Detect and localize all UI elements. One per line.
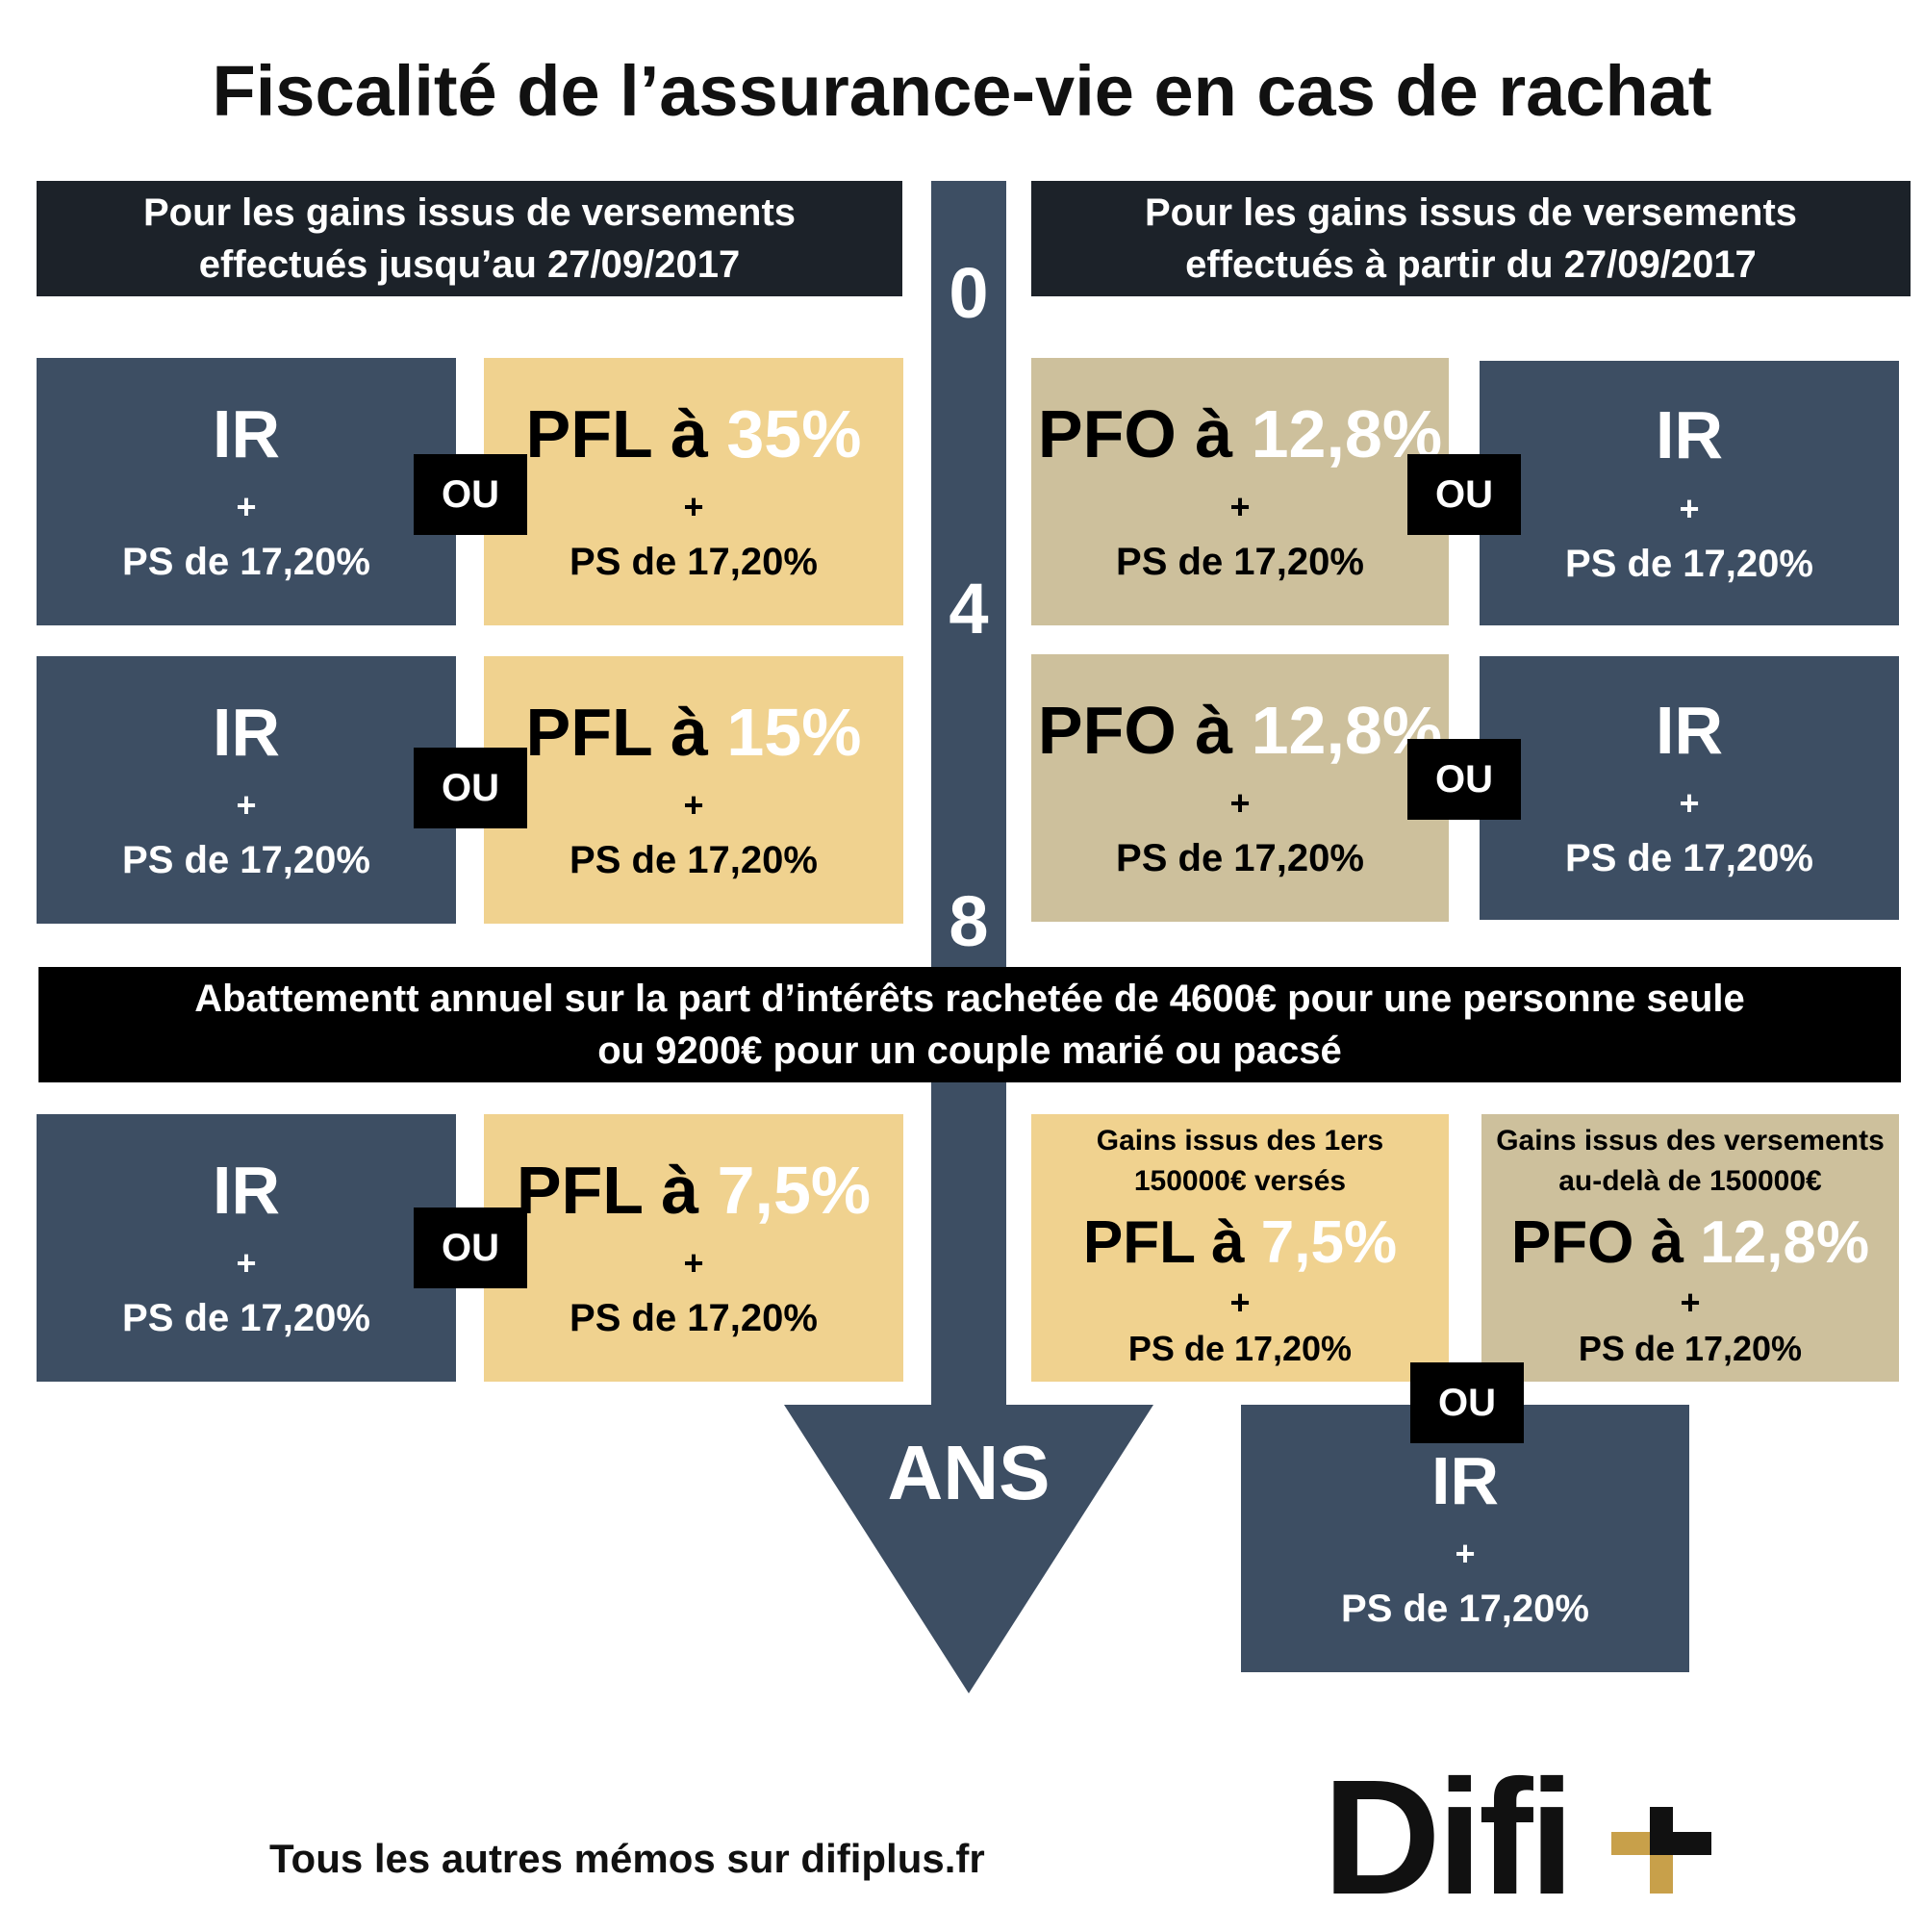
timeline-arrow-shaft <box>931 181 1006 1412</box>
header-left: Pour les gains issus de versements effec… <box>37 181 902 296</box>
row3-left-pfl-box: PFL à 7,5% + PS de 17,20% <box>484 1114 903 1382</box>
plus-sign: + <box>1229 783 1251 824</box>
ir-label: IR <box>213 1152 280 1228</box>
ps-label: PS de 17,20% <box>1127 1328 1353 1368</box>
ir-label: IR <box>1656 397 1723 473</box>
timeline-arrow-head <box>784 1405 1153 1693</box>
row2-left-ir-box: IR + PS de 17,20% <box>37 656 456 924</box>
row2-right-pfo-box: PFO à 12,8% + PS de 17,20% <box>1031 654 1449 922</box>
logo-wordmark: Difi <box>1323 1746 1575 1929</box>
row3-right-ou-badge: OU <box>1410 1362 1524 1443</box>
plus-sign: + <box>1680 1282 1701 1322</box>
row1-right-pfo-box: PFO à 12,8% + PS de 17,20% <box>1031 358 1449 625</box>
abatement-line1: Abattementt annuel sur la part d’intérêt… <box>194 978 1745 1020</box>
ps-label: PS de 17,20% <box>122 541 370 584</box>
pfl-label: PFL à 35% <box>525 395 862 471</box>
plus-sign: + <box>1679 783 1700 824</box>
page-title: Fiscalité de l’assurance-vie en cas de r… <box>212 51 1712 131</box>
plus-sign: + <box>683 1243 704 1284</box>
ps-label: PS de 17,20% <box>122 839 370 882</box>
pfo-label: PFO à 12,8% <box>1510 1209 1870 1277</box>
row2-left-pfl-box: PFL à 15% + PS de 17,20% <box>484 656 903 924</box>
row3-right-pfo-box: Gains issus des versements au-delà de 15… <box>1481 1114 1899 1382</box>
header-right-line1: Pour les gains issus de versements <box>1144 191 1798 234</box>
pfl-rate: 35% <box>726 395 862 471</box>
timeline-label-8: 8 <box>949 881 989 961</box>
footer-link-text[interactable]: Tous les autres mémos sur difiplus.fr <box>269 1836 985 1881</box>
brand-logo: Difi <box>1323 1746 1727 1929</box>
ps-label: PS de 17,20% <box>1565 837 1813 880</box>
plus-sign: + <box>683 785 704 826</box>
row3-right-pfl-box: Gains issus des 1ers 150000€ versés PFL … <box>1031 1114 1449 1382</box>
timeline-label-4: 4 <box>949 569 989 648</box>
timeline-unit-label: ANS <box>887 1430 1051 1515</box>
ps-label: PS de 17,20% <box>1578 1328 1803 1368</box>
pfo-label: PFO à 12,8% <box>1037 692 1443 768</box>
abatement-line2: ou 9200€ pour un couple marié ou pacsé <box>597 1030 1342 1072</box>
caption-line2: au-delà de 150000€ <box>1558 1165 1822 1198</box>
ps-label: PS de 17,20% <box>1565 542 1813 585</box>
header-right-line2: effectués à partir du 27/09/2017 <box>1185 243 1757 286</box>
row3-left-ou-badge: OU <box>414 1208 527 1288</box>
pfl-label: PFL à 7,5% <box>1082 1209 1398 1277</box>
plus-sign: + <box>236 1243 257 1284</box>
plus-sign: + <box>683 487 704 527</box>
pfl-rate: 7,5% <box>717 1152 872 1228</box>
caption-line2: 150000€ versés <box>1133 1165 1347 1198</box>
row3-right-ir-box: IR + PS de 17,20% <box>1241 1405 1689 1672</box>
header-left-line2: effectués jusqu’au 27/09/2017 <box>198 243 741 286</box>
row1-right-ir-box: IR + PS de 17,20% <box>1480 361 1899 625</box>
header-right: Pour les gains issus de versements effec… <box>1031 181 1911 296</box>
plus-sign: + <box>1229 487 1251 527</box>
row1-left-pfl-box: PFL à 35% + PS de 17,20% <box>484 358 903 625</box>
plus-sign: + <box>236 785 257 826</box>
ir-label: IR <box>213 694 280 770</box>
pfl-label: PFL à 15% <box>525 694 862 770</box>
plus-mark-icon <box>1611 1807 1711 1894</box>
ir-label: IR <box>213 395 280 471</box>
row1-right-ou-badge: OU <box>1407 454 1521 535</box>
pfo-label: PFO à 12,8% <box>1037 395 1443 471</box>
plus-sign: + <box>236 487 257 527</box>
plus-sign: + <box>1229 1282 1251 1322</box>
pfl-rate: 15% <box>726 694 862 770</box>
ps-label: PS de 17,20% <box>570 839 818 882</box>
caption-line1: Gains issus des 1ers <box>1096 1125 1384 1157</box>
pfl-rate: 7,5% <box>1260 1209 1398 1277</box>
row3-left-ir-box: IR + PS de 17,20% <box>37 1114 456 1382</box>
timeline-label-0: 0 <box>949 253 989 333</box>
pfo-rate: 12,8% <box>1700 1209 1870 1277</box>
plus-sign: + <box>1455 1534 1476 1574</box>
ir-label: IR <box>1656 692 1723 768</box>
ps-label: PS de 17,20% <box>1116 837 1364 880</box>
ps-label: PS de 17,20% <box>1341 1588 1589 1631</box>
row1-left-ir-box: IR + PS de 17,20% <box>37 358 456 625</box>
header-left-line1: Pour les gains issus de versements <box>142 191 797 234</box>
row2-right-ir-box: IR + PS de 17,20% <box>1480 656 1899 920</box>
ps-label: PS de 17,20% <box>570 1297 818 1340</box>
ir-label: IR <box>1431 1442 1499 1518</box>
ps-label: PS de 17,20% <box>122 1297 370 1340</box>
ps-label: PS de 17,20% <box>1116 541 1364 584</box>
row2-right-ou-badge: OU <box>1407 739 1521 820</box>
pfl-label: PFL à 7,5% <box>516 1152 872 1228</box>
row2-left-ou-badge: OU <box>414 748 527 828</box>
caption-line1: Gains issus des versements <box>1496 1125 1885 1157</box>
abatement-banner: Abattementt annuel sur la part d’intérêt… <box>38 967 1901 1082</box>
ps-label: PS de 17,20% <box>570 541 818 584</box>
row1-left-ou-badge: OU <box>414 454 527 535</box>
plus-sign: + <box>1679 488 1700 528</box>
